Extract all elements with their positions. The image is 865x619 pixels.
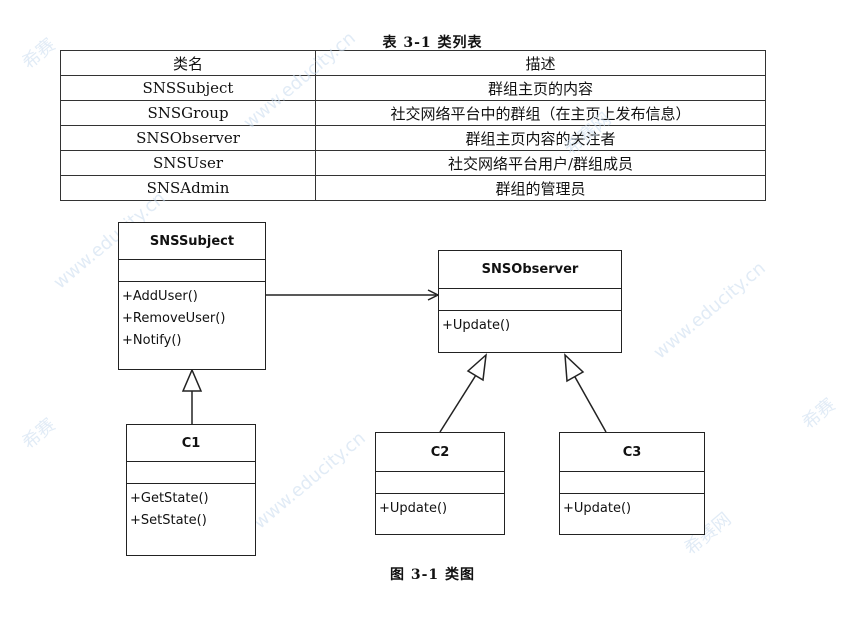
- class-box-snssubject: SNSSubject +AddUser() +RemoveUser() +Not…: [118, 222, 266, 370]
- class-box-c3: C3 +Update(): [559, 432, 705, 535]
- class-name-c1: C1: [127, 425, 255, 462]
- class-operations-compartment: +Update(): [439, 311, 621, 337]
- table-caption: 表 3-1 类列表: [382, 35, 483, 51]
- class-operations-compartment: +Update(): [560, 494, 704, 520]
- column-header-class-name: 类名: [60, 50, 316, 76]
- class-name-snssubject: SNSSubject: [119, 223, 265, 260]
- operation: +Update(): [379, 501, 448, 516]
- c2-generalization-triangle: [466, 353, 487, 382]
- class-attributes-compartment: [127, 462, 255, 484]
- c2-generalization-line: [439, 374, 477, 433]
- operation: +GetState(): [130, 491, 209, 506]
- class-attributes-compartment: [119, 260, 265, 282]
- figure-caption: 图 3-1 类图: [389, 567, 476, 583]
- description-cell: 群组主页的内容: [315, 75, 766, 101]
- class-attributes-compartment: [439, 289, 621, 311]
- class-list-table: 类名 描述 SNSSubject 群组主页的内容 SNSGroup 社交网络平台…: [60, 50, 766, 201]
- operation: +AddUser(): [122, 289, 198, 304]
- class-operations-compartment: +GetState() +SetState(): [127, 484, 255, 532]
- description-cell: 群组主页内容的关注者: [315, 125, 766, 151]
- class-name-snsobserver: SNSObserver: [439, 251, 621, 289]
- c3-generalization-line: [574, 376, 607, 433]
- table-row: SNSObserver 群组主页内容的关注者: [60, 125, 766, 151]
- class-box-snsobserver: SNSObserver +Update(): [438, 250, 622, 353]
- operation: +Update(): [442, 318, 511, 333]
- operation: +Notify(): [122, 333, 182, 348]
- class-name-c3: C3: [560, 433, 704, 472]
- table-row: SNSAdmin 群组的管理员: [60, 175, 766, 201]
- c1-generalization-triangle: [181, 368, 203, 392]
- table-header-row: 类名 描述: [60, 50, 766, 76]
- class-attributes-compartment: [560, 472, 704, 494]
- operation: +SetState(): [130, 513, 207, 528]
- operation: +Update(): [563, 501, 632, 516]
- class-box-c1: C1 +GetState() +SetState(): [126, 424, 256, 556]
- class-box-c2: C2 +Update(): [375, 432, 505, 535]
- description-cell: 群组的管理员: [315, 175, 766, 201]
- class-attributes-compartment: [376, 472, 504, 494]
- table-row: SNSGroup 社交网络平台中的群组（在主页上发布信息）: [60, 100, 766, 126]
- operation: +RemoveUser(): [122, 311, 226, 326]
- class-name-cell: SNSAdmin: [60, 175, 316, 201]
- class-name-c2: C2: [376, 433, 504, 472]
- class-operations-compartment: +AddUser() +RemoveUser() +Notify(): [119, 282, 265, 352]
- class-name-cell: SNSSubject: [60, 75, 316, 101]
- class-operations-compartment: +Update(): [376, 494, 504, 520]
- c3-generalization-triangle: [564, 353, 585, 383]
- class-name-cell: SNSObserver: [60, 125, 316, 151]
- description-cell: 社交网络平台用户/群组成员: [315, 150, 766, 176]
- table-row: SNSSubject 群组主页的内容: [60, 75, 766, 101]
